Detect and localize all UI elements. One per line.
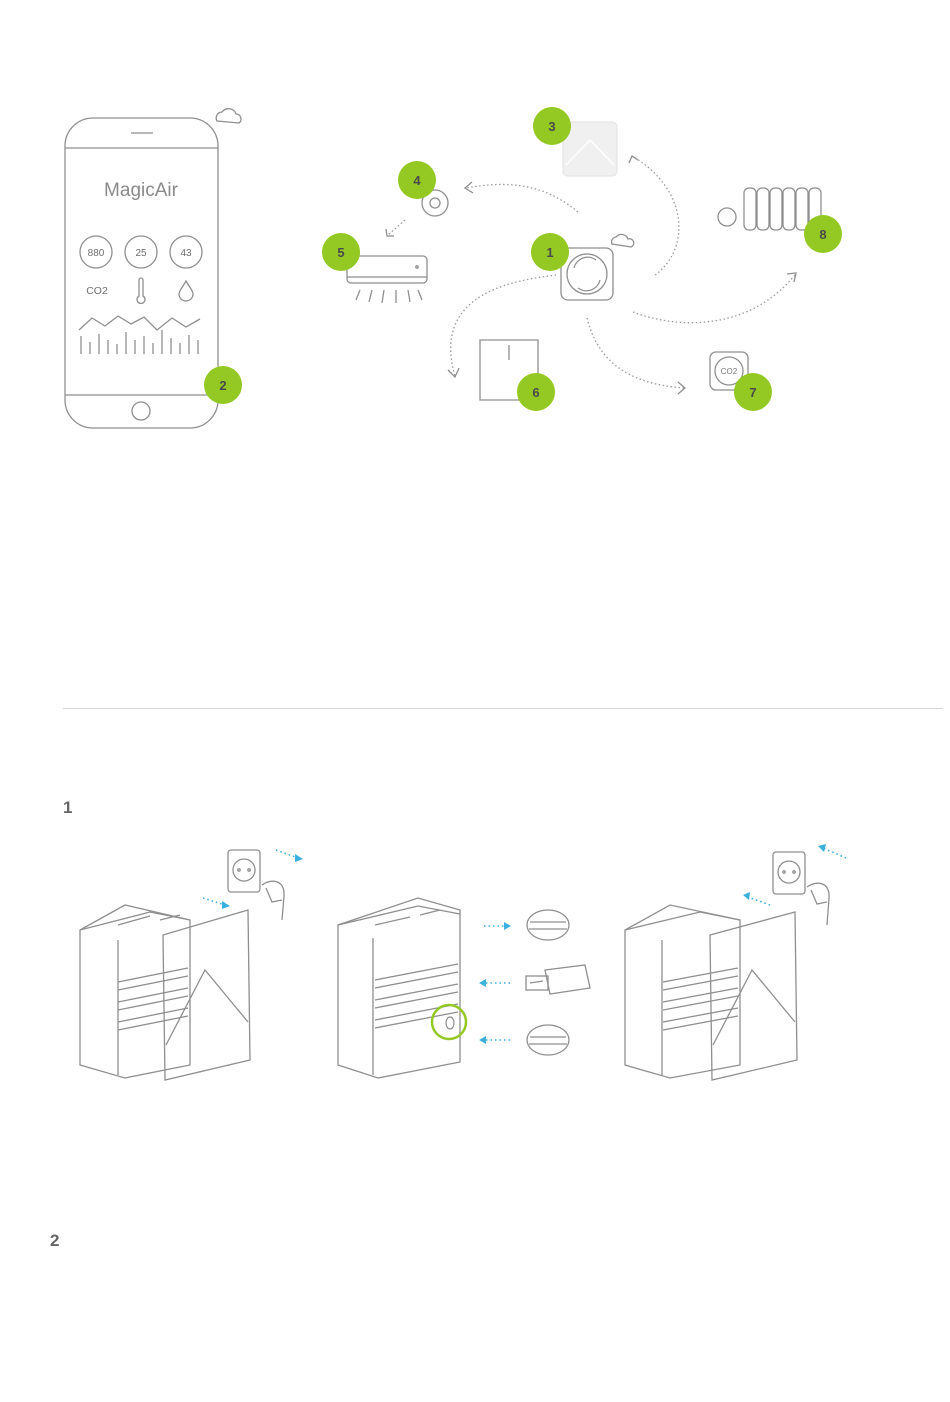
step-1-socket-icon <box>228 850 284 920</box>
step-2-battery-bottom-icon <box>527 1025 569 1055</box>
section-2-number: 2 <box>50 1231 59 1251</box>
blue-direction-arrows <box>203 848 846 1040</box>
step-1-device-icon <box>80 905 250 1080</box>
badge-2: 2 <box>204 366 242 404</box>
co2-sensor-label: CO2 <box>721 367 738 376</box>
badge-3: 3 <box>533 107 571 145</box>
badge-5: 5 <box>322 233 360 271</box>
step-2-device-icon <box>338 898 460 1078</box>
badge-4: 4 <box>398 161 436 199</box>
app-logo: MagicAir <box>104 180 179 201</box>
badge-7: 7 <box>734 373 772 411</box>
step-3-device-icon <box>625 905 797 1080</box>
section-divider <box>63 708 943 709</box>
reading-co2-label: CO2 <box>86 285 108 297</box>
badge-6: 6 <box>517 373 555 411</box>
badge-1: 1 <box>531 233 569 271</box>
reading-temperature-value: 25 <box>135 248 147 259</box>
section-1-number: 1 <box>63 798 72 818</box>
hub-1-icon <box>561 234 634 300</box>
button-highlight-circle <box>432 1005 466 1039</box>
step-2-usb-dongle-icon <box>526 965 590 994</box>
reading-co2-value: 880 <box>88 248 105 259</box>
installation-steps-illustration <box>0 830 950 1100</box>
connection-arrows <box>388 156 795 388</box>
step-3-socket-icon <box>773 852 829 925</box>
panel-3-icon <box>563 122 617 176</box>
air-conditioner-5-icon <box>347 256 427 303</box>
step-2-battery-top-icon <box>527 910 569 940</box>
badge-8: 8 <box>804 215 842 253</box>
reading-humidity-value: 43 <box>180 248 192 259</box>
